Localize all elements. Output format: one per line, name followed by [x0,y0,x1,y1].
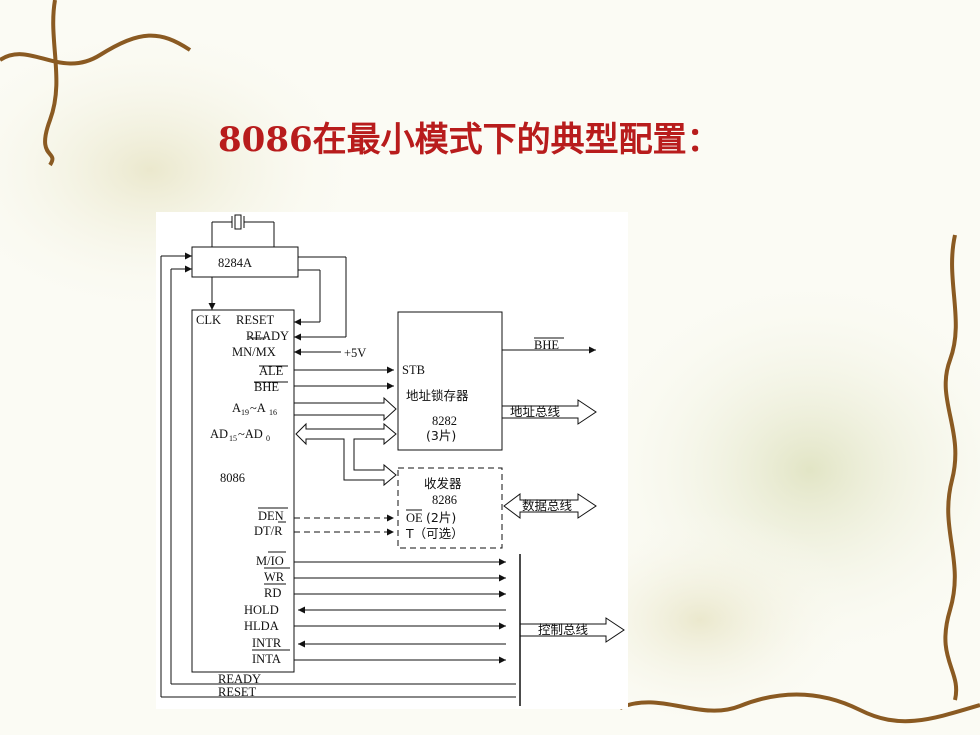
clock-generator-box [191,246,299,278]
stb-label: STB [402,363,425,377]
control-bus-label: 控制总线 [538,622,589,637]
ready-pin-label: READY [246,329,289,343]
page-title: 8086在最小模式下的典型配置： [218,120,721,160]
svg-text:0: 0 [266,434,270,443]
reset-bottom-label: RESET [218,685,257,699]
svg-text:15: 15 [229,434,237,443]
clock-chip-label: 8284A [218,256,252,270]
ale-label: ALE [259,364,284,378]
den-label: DEN [258,509,284,523]
cpu-box [191,309,295,673]
dtr-label: DT/R [254,524,283,538]
transceiver-name-label: 收发器 [424,476,462,491]
latch-count-label: (3片) [426,428,456,443]
vine-bottom [619,692,980,724]
svg-text:16: 16 [269,408,277,417]
oe-count-label: (2片) [426,510,456,525]
latch-box [397,311,503,451]
data-bus-label: 数据总线 [522,498,573,513]
svg-text:AD: AD [210,427,228,441]
hold-label: HOLD [244,603,279,617]
ready-bottom-label: READY [218,672,261,686]
address-bus-label: 地址总线 [510,404,561,419]
bhe-pin-label: BHE [254,380,279,394]
cpu-name-label: 8086 [220,471,245,485]
data-bus-arrow [503,493,597,519]
latch-name-label: 地址锁存器 [406,388,469,403]
svg-text:A: A [232,401,241,415]
svg-text:~A: ~A [250,401,266,415]
transceiver-chip-label: 8286 [432,493,457,507]
transceiver-box [397,467,503,549]
latch-chip-label: 8282 [432,414,457,428]
vine-right [943,234,959,701]
t-label: T（可选） [405,526,464,541]
inta-label: INTA [252,652,281,666]
address-data-pin-label: AD 15 ~AD 0 [210,427,270,443]
address-bus-arrow [501,399,597,425]
plus5v-label: +5V [344,346,366,360]
oe-label: OE [406,511,423,525]
reset-pin-label: RESET [236,313,275,327]
svg-text:~AD: ~AD [238,427,263,441]
bhe-bus-label: BHE [534,338,559,352]
control-bus-arrow [519,617,625,643]
rd-label: RD [264,586,281,600]
svg-text:19: 19 [241,408,249,417]
intr-label: INTR [252,636,282,650]
diagram-svg: 8284A CLK RESET READY MN/MX +5V ALE BHE … [160,214,625,706]
mn-mx-label: MN/MX [232,345,276,359]
circuit-diagram: 8284A CLK RESET READY MN/MX +5V ALE BHE … [156,212,628,709]
wr-label: WR [264,570,285,584]
vine-top [0,33,192,66]
hlda-label: HLDA [244,619,279,633]
clk-label: CLK [196,313,221,327]
vine-left [43,0,59,167]
mio-label: M/IO [256,554,284,568]
address-pin-label: A 19 ~A 16 [232,401,277,417]
